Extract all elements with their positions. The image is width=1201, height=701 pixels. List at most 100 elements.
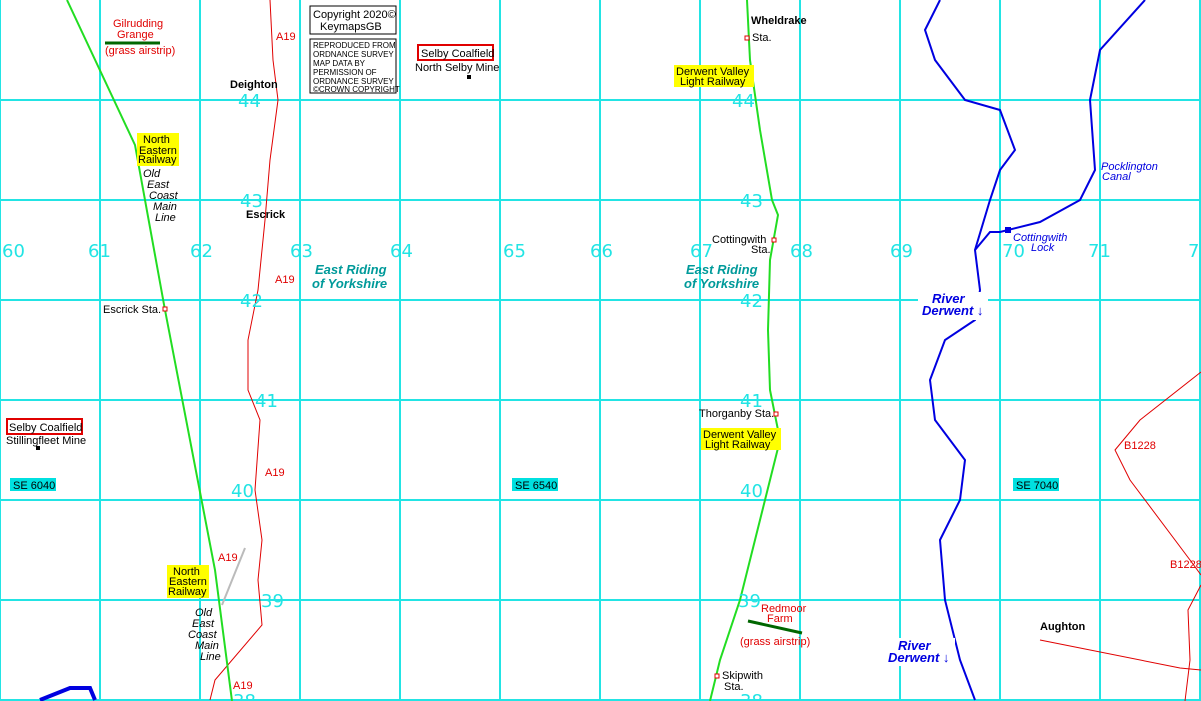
map-label: East Riding (686, 262, 758, 277)
map-label: (grass airstrip) (740, 636, 810, 648)
map-label: Old (195, 607, 213, 619)
map-label: SE 6040 (13, 480, 55, 492)
map-label: B1228 (1170, 559, 1201, 571)
map-label: Eastern (169, 576, 207, 588)
map-label: Main (153, 201, 177, 213)
coalfield-box (417, 44, 494, 61)
airstrip-redmoor (747, 619, 803, 635)
map-label: Canal (1102, 171, 1131, 183)
map-label: 40 (740, 481, 763, 502)
map-label: SE 6540 (515, 480, 557, 492)
map-label: Line (200, 651, 221, 663)
map-label: 65 (503, 241, 526, 262)
map-label: of Yorkshire (684, 276, 759, 291)
map-label: East (192, 618, 215, 630)
map-label: A19 (265, 467, 285, 479)
map-label: Stillingfleet Mine (6, 435, 86, 447)
map-label: KeymapsGB (320, 21, 382, 33)
map-label: 44 (732, 91, 755, 112)
map-label: River (898, 638, 931, 653)
map-label: 68 (790, 241, 813, 262)
map-label: 38 (740, 691, 763, 701)
map-label: Escrick Sta. (103, 304, 161, 316)
northing-labels: 44434241403938 44434241403938 (231, 91, 763, 701)
map-label: Sta. (751, 244, 771, 256)
map-label: Railway (168, 586, 207, 598)
map-label: REPRODUCED FROM (313, 41, 396, 50)
roads (209, 0, 1201, 701)
map-label: 62 (190, 241, 213, 262)
map-label: East Riding (315, 262, 387, 277)
map-label: 41 (740, 391, 763, 412)
map-label: A19 (233, 680, 253, 692)
map-label: Line (155, 212, 176, 224)
map-label: ORDNANCE SURVEY (313, 77, 394, 86)
map-label: North (143, 134, 170, 146)
map-label: Skipwith (722, 670, 763, 682)
map-label: MAP DATA BY (313, 59, 366, 68)
map-label: 60 (2, 241, 25, 262)
place-labels: Gilrudding Grange (grass airstrip) Deigh… (103, 15, 1085, 693)
map-label: of Yorkshire (312, 276, 387, 291)
map-label: Main (195, 640, 219, 652)
map-label: 38 (233, 691, 256, 701)
copyright-box: Copyright 2020© KeymapsGB REPRODUCED FRO… (309, 5, 400, 94)
lock-marker (1005, 227, 1011, 233)
map-label: Redmoor (761, 603, 807, 615)
map-label: 70 (1002, 241, 1025, 262)
map-label: ORDNANCE SURVEY (313, 50, 394, 59)
map-label: 42 (740, 291, 763, 312)
map-label: Derwent Valley (676, 66, 750, 78)
map-label: A19 (275, 274, 295, 286)
map-label: North (173, 566, 200, 578)
map-label: A19 (276, 31, 296, 43)
disused-line (221, 547, 246, 606)
map-label: Light Railway (680, 76, 746, 88)
grid-ref-labels: SE 6040 SE 6540 SE 7040 (10, 478, 1059, 492)
map-label: Sta. (752, 32, 772, 44)
mine-marker (36, 446, 40, 450)
map-label: 41 (255, 391, 278, 412)
map-label: Grange (117, 29, 154, 41)
map-label: Old (143, 168, 161, 180)
map-label: North Selby Mine (415, 62, 499, 74)
map-label: A19 (218, 552, 238, 564)
coalfield-label: Selby Coalfield (421, 48, 494, 60)
map-label: 40 (231, 481, 254, 502)
map-label: Coast (188, 629, 218, 641)
pocklington-canal (974, 0, 1146, 251)
map-label: Derwent ↓ (922, 303, 983, 318)
map-label: 42 (240, 291, 263, 312)
map-label: (grass airstrip) (105, 45, 175, 57)
map-label: Selby Coalfield (9, 422, 82, 434)
map-label: Derwent Valley (703, 429, 777, 441)
map-label: Deighton (230, 79, 278, 91)
map-label: 39 (261, 591, 284, 612)
map-label: SE 7040 (1016, 480, 1058, 492)
map-label: 63 (290, 241, 313, 262)
map-label: 43 (740, 191, 763, 212)
map-label: Lock (1031, 242, 1055, 254)
mine-marker (467, 75, 471, 79)
map-label: Aughton (1040, 621, 1085, 633)
map-label: East (147, 179, 170, 191)
map-label: Farm (767, 613, 793, 625)
map-label: Coast (149, 190, 179, 202)
coalfield-box (6, 418, 83, 435)
map-label: Wheldrake (751, 15, 807, 27)
map-label: ©CROWN COPYRIGHT (313, 85, 400, 94)
map-label: Copyright 2020© (313, 9, 396, 21)
map-label: 39 (738, 591, 761, 612)
map-label: PERMISSION OF (313, 68, 377, 77)
map-label: Eastern (139, 145, 177, 157)
map-label: Light Railway (705, 439, 771, 451)
map-label: 69 (890, 241, 913, 262)
map-label: 64 (390, 241, 413, 262)
map-label: 7 (1188, 241, 1199, 262)
